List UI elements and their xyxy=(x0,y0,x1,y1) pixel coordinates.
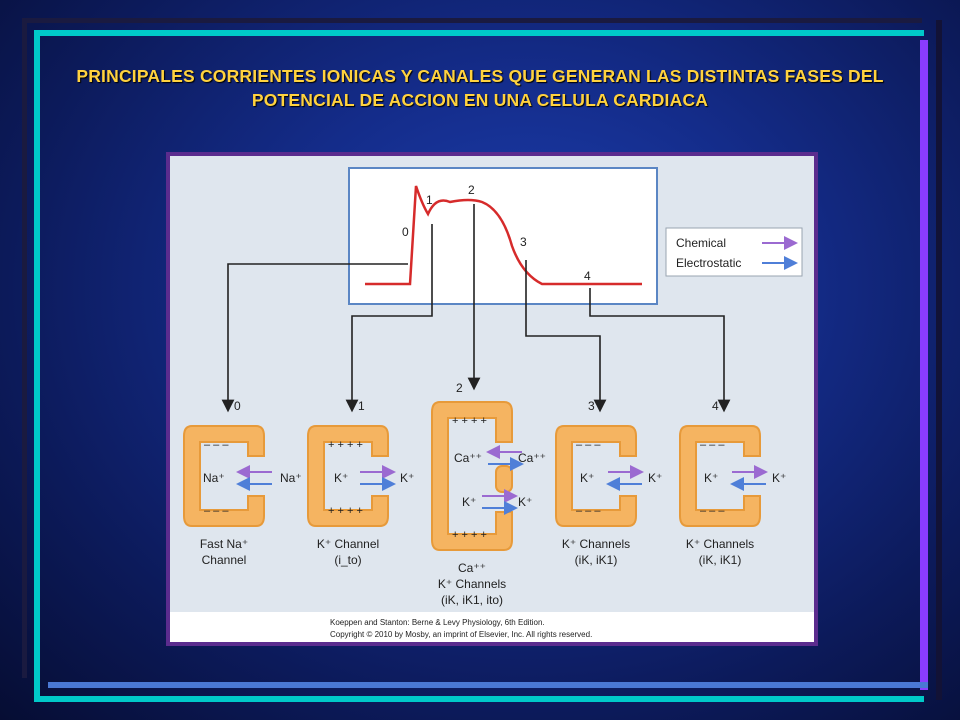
channel-4-ion-out: K⁺ xyxy=(772,471,786,485)
connector-phase-0 xyxy=(221,263,408,413)
channel-4-membrane xyxy=(679,425,761,527)
figure-panel: 0 1 2 3 4 Chemical Electrostatic 0 1 2 3 xyxy=(170,156,814,642)
channel-0-name-1: Fast Na⁺ xyxy=(200,537,248,551)
frame-top-bar xyxy=(22,18,922,23)
channel-2-gate xyxy=(495,465,513,493)
channel-3-name-1: K⁺ Channels xyxy=(562,537,630,551)
channel-1-membrane xyxy=(307,425,389,527)
channel-4: – – – – – – K⁺ K⁺ K⁺ Channels (iK, iK1) xyxy=(679,425,786,567)
channel-4-name-2: (iK, iK1) xyxy=(699,553,742,567)
channel-4-charge-top: – – – xyxy=(700,439,725,451)
channel-3-ion-in: K⁺ xyxy=(580,471,594,485)
frame-bottom-bar-teal xyxy=(34,696,924,702)
phase-label-3: 3 xyxy=(520,235,527,249)
phase-label-1: 1 xyxy=(426,193,433,207)
channel-2-ion-out-b: K⁺ xyxy=(518,495,532,509)
frame-bottom-bar-blue xyxy=(48,682,928,688)
channel-3-ion-out: K⁺ xyxy=(648,471,662,485)
channel-2: + + + + + + + + Ca⁺⁺ Ca⁺⁺ K⁺ K⁺ Ca⁺⁺ K⁺ … xyxy=(431,401,546,607)
connector-phase-1 xyxy=(345,224,433,413)
channel-0-charge-top: – – – xyxy=(204,439,229,451)
channel-2-ion-in-b: K⁺ xyxy=(462,495,476,509)
channel-2-charge-top: + + + + xyxy=(452,415,487,427)
frame-top-bar-teal xyxy=(34,30,924,36)
frame-right-bar-violet xyxy=(920,40,928,690)
legend-electrostatic-label: Electrostatic xyxy=(676,256,741,270)
channel-0-number: 0 xyxy=(234,399,241,413)
channel-0-ion-out: Na⁺ xyxy=(280,471,302,485)
credit-line-2: Copyright © 2010 by Mosby, an imprint of… xyxy=(330,630,592,639)
channel-1-name-1: K⁺ Channel xyxy=(317,537,379,551)
channel-3-number: 3 xyxy=(588,399,595,413)
frame-left-bar xyxy=(22,18,27,678)
channel-2-number: 2 xyxy=(456,381,463,395)
action-potential-diagram: 0 1 2 3 4 Chemical Electrostatic 0 1 2 3 xyxy=(170,167,814,642)
action-potential-box xyxy=(348,167,658,305)
channel-0-charge-bottom: – – – xyxy=(204,505,229,517)
channel-2-name-2: K⁺ Channels xyxy=(438,577,506,591)
channel-1-number: 1 xyxy=(358,399,365,413)
channel-2-ion-out-a: Ca⁺⁺ xyxy=(518,451,546,465)
channel-4-number: 4 xyxy=(712,399,719,413)
slide-title: PRINCIPALES CORRIENTES IONICAS Y CANALES… xyxy=(76,66,884,110)
channel-4-charge-bottom: – – – xyxy=(700,505,725,517)
channel-3-name-2: (iK, iK1) xyxy=(575,553,618,567)
figure-frame: 0 1 2 3 4 Chemical Electrostatic 0 1 2 3 xyxy=(166,152,818,646)
channel-2-name-1: Ca⁺⁺ xyxy=(458,561,486,575)
channel-0-ion-in: Na⁺ xyxy=(203,471,225,485)
frame-right-bar-dark xyxy=(936,20,942,700)
channel-1-ion-in: K⁺ xyxy=(334,471,348,485)
channel-3-charge-top: – – – xyxy=(576,439,601,451)
channel-4-ion-in: K⁺ xyxy=(704,471,718,485)
channel-1-ion-out: K⁺ xyxy=(400,471,414,485)
channel-0-name-2: Channel xyxy=(202,553,247,567)
channel-2-charge-bottom: + + + + xyxy=(452,529,487,541)
channel-3: – – – – – – K⁺ K⁺ K⁺ Channels (iK, iK1) xyxy=(555,425,662,567)
channel-1-name-2: (i_to) xyxy=(334,553,361,567)
credit-line-1: Koeppen and Stanton: Berne & Levy Physio… xyxy=(330,618,545,627)
channel-0: – – – – – – Na⁺ Na⁺ Fast Na⁺ Channel xyxy=(183,425,302,567)
channel-2-membrane xyxy=(431,401,513,551)
channel-1-charge-top: + + + + xyxy=(328,439,363,451)
action-potential-trace xyxy=(365,185,642,286)
phase-label-0: 0 xyxy=(402,225,409,239)
frame-left-bar-teal xyxy=(34,30,40,702)
credit-strip xyxy=(170,612,814,642)
phase-label-2: 2 xyxy=(468,183,475,197)
connector-phase-4 xyxy=(589,288,731,413)
channel-1-charge-bottom: + + + + xyxy=(328,505,363,517)
channel-1: + + + + + + + + K⁺ K⁺ K⁺ Channel (i_to) xyxy=(307,425,414,567)
channel-2-ion-in-a: Ca⁺⁺ xyxy=(454,451,482,465)
connector-phase-3 xyxy=(525,260,607,413)
legend-chemical-label: Chemical xyxy=(676,236,726,250)
phase-label-4: 4 xyxy=(584,269,591,283)
legend-box xyxy=(665,227,803,277)
channel-3-membrane xyxy=(555,425,637,527)
channel-0-membrane xyxy=(183,425,265,527)
channel-4-name-1: K⁺ Channels xyxy=(686,537,754,551)
channel-3-charge-bottom: – – – xyxy=(576,505,601,517)
channel-2-name-3: (iK, iK1, ito) xyxy=(441,593,503,607)
